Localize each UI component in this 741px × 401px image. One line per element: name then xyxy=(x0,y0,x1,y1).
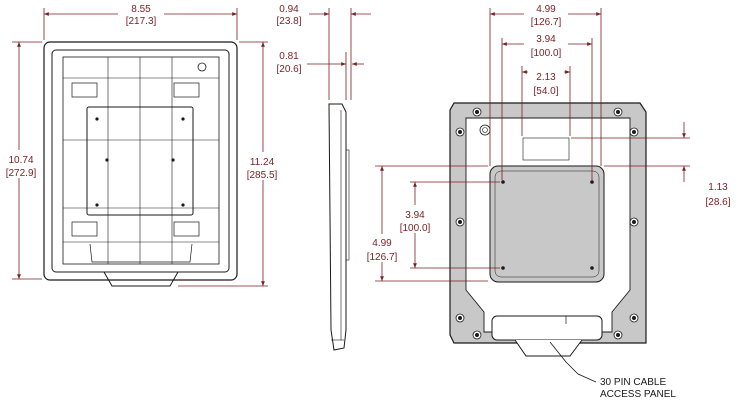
front-hole-3 xyxy=(105,158,109,162)
back-width-mid-dimension: 3.94 [100.0] xyxy=(501,34,593,180)
front-inner-height-in: 10.74 xyxy=(8,155,33,166)
front-pad-bl xyxy=(71,221,98,237)
side-depth-mm: [23.8] xyxy=(276,16,301,27)
front-hole-5 xyxy=(95,203,99,207)
front-bezel xyxy=(62,56,220,265)
front-outer-height-dimension: 11.24 [285.5] xyxy=(178,41,284,287)
front-inner-height-dimension: 10.74 [272.9] xyxy=(2,41,42,280)
front-bottom-slot xyxy=(89,243,193,263)
front-inner-frame xyxy=(51,49,230,273)
back-width-outer-dimension: 4.99 [126.7] xyxy=(489,4,602,166)
side-body xyxy=(328,103,347,351)
back-height-outer-dimension: 4.99 [126.7] xyxy=(362,165,488,282)
front-view xyxy=(43,41,238,287)
front-pad-br xyxy=(173,221,200,237)
back-vesa-hole-tl xyxy=(501,180,505,184)
back-vesa-hole-br xyxy=(590,266,594,270)
side-plate-depth-in: 0.81 xyxy=(279,51,299,62)
back-width-mid-in: 3.94 xyxy=(536,34,556,45)
back-width-mid-mm: [100.0] xyxy=(531,48,562,59)
front-inner-height-mm: [272.9] xyxy=(6,168,37,179)
front-width-mm: [217.3] xyxy=(126,16,157,27)
back-height-mid-in: 3.94 xyxy=(405,210,425,221)
side-plate-depth-mm: [20.6] xyxy=(276,64,301,75)
back-vesa-hole-bl xyxy=(501,266,505,270)
back-height-mid-dimension: 3.94 [100.0] xyxy=(395,181,500,269)
back-cable-tab xyxy=(514,339,583,357)
front-outer-height-mm: [285.5] xyxy=(247,170,278,181)
callout-line-2: ACCESS PANEL xyxy=(600,389,676,400)
back-cable-panel xyxy=(491,315,603,341)
front-pad-tl xyxy=(71,82,98,98)
back-height-outer-in: 4.99 xyxy=(372,238,392,249)
front-outer-frame xyxy=(43,41,238,281)
back-width-outer-mm: [126.7] xyxy=(531,17,562,28)
side-depth-dimension: 0.94 [23.8] xyxy=(276,4,371,100)
back-vesa-hole-tr xyxy=(590,180,594,184)
front-lock-knob xyxy=(197,62,207,72)
front-hole-4 xyxy=(171,158,175,162)
front-hole-1 xyxy=(95,117,99,121)
side-view xyxy=(328,103,350,351)
back-width-inner-mm: [54.0] xyxy=(533,86,558,97)
front-hole-6 xyxy=(181,203,185,207)
back-height-mid-mm: [100.0] xyxy=(400,223,431,234)
front-outer-height-in: 11.24 xyxy=(250,157,275,168)
front-width-in: 8.55 xyxy=(131,4,151,15)
front-cable-tab xyxy=(103,271,179,287)
back-offset-mm: [28.6] xyxy=(705,197,730,208)
side-depth-in: 0.94 xyxy=(279,4,299,15)
front-hole-2 xyxy=(181,117,185,121)
front-ribs xyxy=(63,57,219,264)
back-height-outer-mm: [126.7] xyxy=(367,252,398,263)
front-pad-tr xyxy=(173,82,200,98)
back-width-inner-dimension: 2.13 [54.0] xyxy=(521,66,571,136)
back-screws xyxy=(455,107,639,340)
front-width-dimension: 8.55 [217.3] xyxy=(43,4,238,40)
back-offset-dimension: 1.13 [28.6] xyxy=(571,122,731,208)
callout-line-1: 30 PIN CABLE xyxy=(600,377,666,388)
back-width-inner-in: 2.13 xyxy=(536,72,556,83)
side-plate-depth-dimension: 0.81 [20.6] xyxy=(276,51,364,100)
back-vesa-plate xyxy=(489,165,605,283)
cable-panel-callout: 30 PIN CABLE ACCESS PANEL xyxy=(549,341,676,400)
back-view xyxy=(449,102,647,357)
back-lock-hole xyxy=(479,124,491,136)
back-label-area xyxy=(522,137,570,161)
back-offset-in: 1.13 xyxy=(708,182,728,193)
back-width-outer-in: 4.99 xyxy=(536,4,556,15)
front-vesa-plate xyxy=(86,106,194,216)
